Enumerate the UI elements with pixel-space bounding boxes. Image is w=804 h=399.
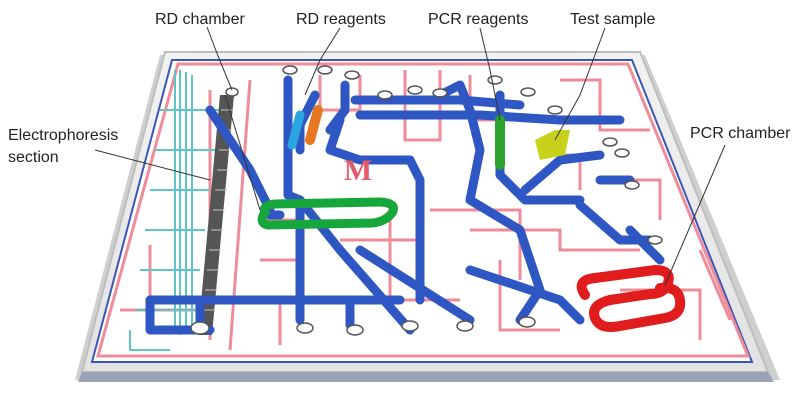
label-rd-chamber: RD chamber [155, 11, 245, 28]
label-test-sample: Test sample [570, 11, 655, 28]
label-electrophoresis-line2: section [8, 149, 59, 166]
label-pcr-reagents: PCR reagents [428, 11, 529, 28]
label-pcr-chamber: PCR chamber [690, 125, 791, 142]
label-electrophoresis-line1: Electrophoresis [8, 127, 118, 144]
label-rd-reagents: RD reagents [296, 11, 386, 28]
chip-logo: M [344, 154, 372, 187]
